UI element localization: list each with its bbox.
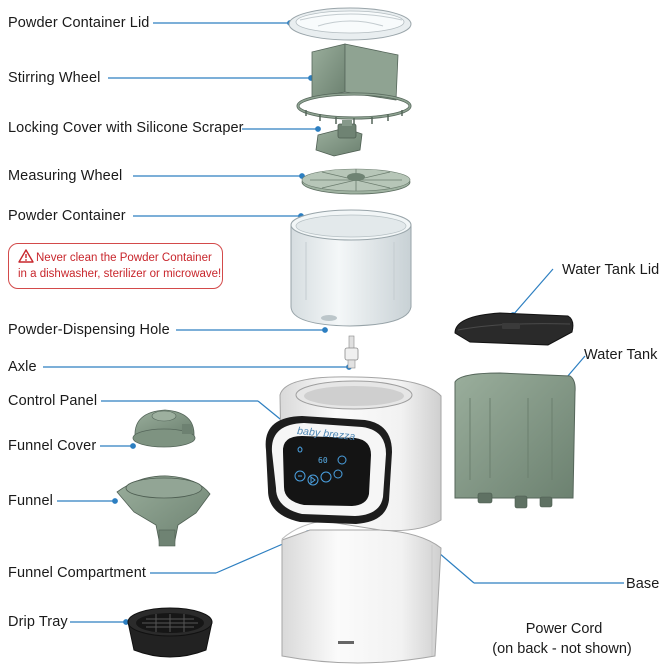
stirring-wheel-part [296, 43, 412, 125]
warning-box: Never clean the Powder Container in a di… [8, 243, 223, 289]
label-powder-container-lid: Powder Container Lid [8, 15, 150, 31]
label-power-cord: Power Cord [525, 621, 603, 637]
power-cord-note: Power Cord (on back - not shown) [462, 619, 662, 659]
label-powder-dispensing-hole: Powder-Dispensing Hole [8, 322, 170, 338]
warning-triangle-icon [18, 249, 34, 263]
axle-part [344, 335, 359, 369]
label-water-tank: Water Tank [584, 347, 658, 363]
drip-tray-part [127, 607, 213, 658]
label-power-cord-note: (on back - not shown) [492, 641, 632, 657]
label-drip-tray: Drip Tray [8, 614, 68, 630]
warning-line-1: Never clean the Powder Container [36, 252, 212, 264]
label-axle: Axle [8, 359, 37, 375]
water-tank-part [454, 372, 576, 509]
label-funnel: Funnel [8, 493, 53, 509]
water-tank-lid-part [454, 312, 574, 346]
label-funnel-compartment: Funnel Compartment [8, 565, 146, 581]
powder-container-part [290, 209, 412, 327]
machine-upper-body [265, 376, 442, 531]
label-powder-container: Powder Container [8, 208, 126, 224]
label-stirring-wheel: Stirring Wheel [8, 70, 101, 86]
funnel-part [116, 475, 211, 547]
powder-container-lid-part [288, 7, 412, 41]
label-funnel-cover: Funnel Cover [8, 438, 97, 454]
panel-display: 60 [318, 456, 328, 465]
label-base: Base [626, 576, 660, 592]
label-measuring-wheel: Measuring Wheel [8, 168, 123, 184]
label-locking-cover: Locking Cover with Silicone Scraper [8, 120, 244, 136]
machine-base-part [281, 512, 442, 664]
funnel-cover-part [132, 409, 196, 448]
label-water-tank-lid: Water Tank Lid [562, 262, 660, 278]
measuring-wheel-part [301, 168, 411, 195]
locking-cover-part [315, 120, 363, 157]
leader-lines [43, 20, 624, 625]
warning-line-2: in a dishwasher, sterilizer or microwave… [18, 268, 222, 280]
label-control-panel: Control Panel [8, 393, 98, 409]
